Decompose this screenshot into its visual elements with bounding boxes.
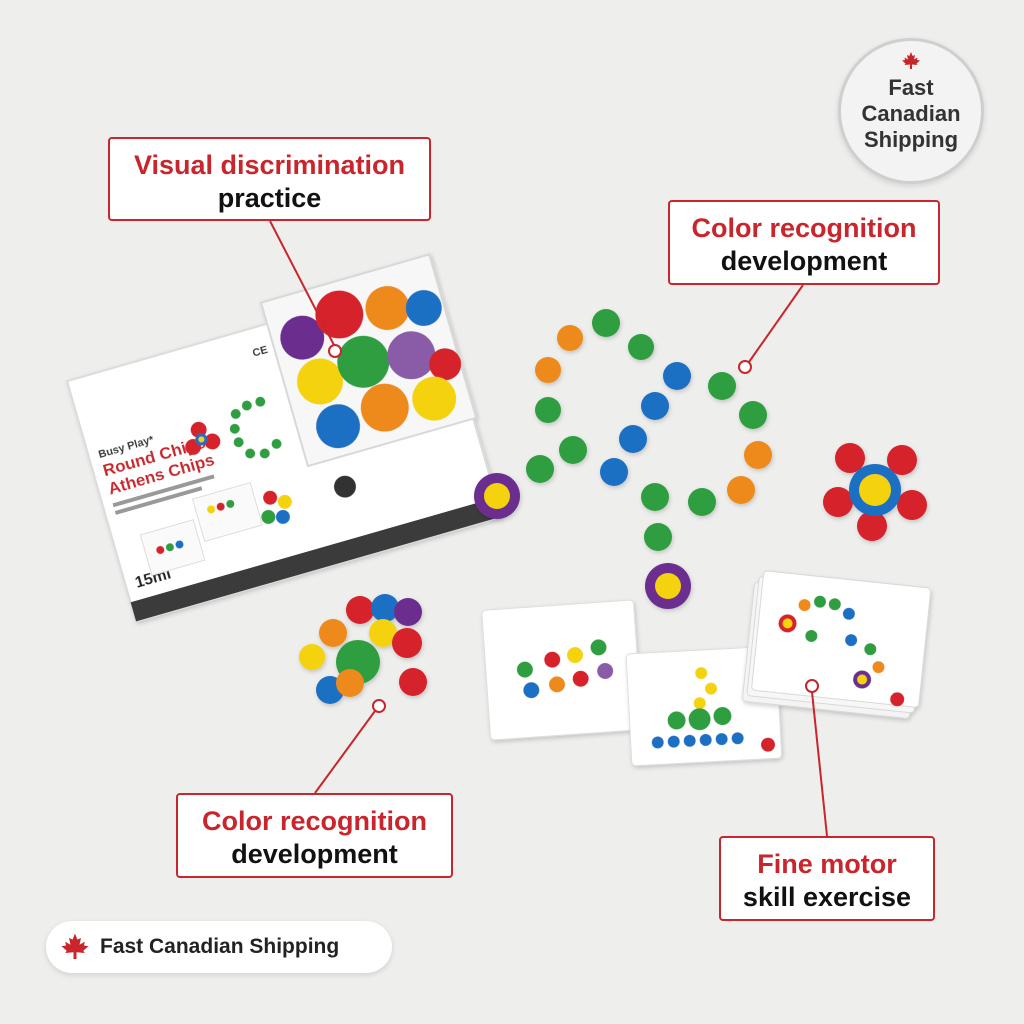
callout-visual-line1: Visual discrimination xyxy=(133,150,406,180)
callout-fine-motor-line1: Fine motor xyxy=(757,849,897,879)
leader-line-fine-motor xyxy=(811,691,828,837)
leader-dot-visual xyxy=(328,344,342,358)
shipping-pill: Fast Canadian Shipping xyxy=(46,921,392,973)
callout-color-top-line2: development xyxy=(720,246,888,276)
shipping-pill-text: Fast Canadian Shipping xyxy=(100,935,340,958)
shipping-badge-circle: Fast Canadian Shipping xyxy=(838,38,984,184)
chip-pile xyxy=(299,594,427,704)
callout-visual-discrimination: Visual discrimination practice xyxy=(108,137,431,221)
product-box: Busy Play* Round Chips Athens Chips 15ml… xyxy=(65,253,503,623)
callout-fine-motor: Fine motor skill exercise xyxy=(719,836,935,921)
chip-flower xyxy=(823,443,927,541)
pattern-card-stack xyxy=(742,570,932,719)
callout-color-recognition-bottom: Color recognition development xyxy=(176,793,453,878)
box-stripe xyxy=(130,497,502,622)
leader-dot-color-top xyxy=(738,360,752,374)
callout-color-bottom-line2: development xyxy=(231,839,398,869)
callout-fine-motor-line2: skill exercise xyxy=(742,882,912,912)
chip-pattern-center xyxy=(474,309,772,609)
callout-color-top-line1: Color recognition xyxy=(691,213,917,243)
leader-line-color-bottom xyxy=(314,710,376,794)
callout-visual-line2: practice xyxy=(217,183,322,213)
maple-leaf-icon xyxy=(58,932,92,962)
pattern-card-1 xyxy=(481,599,643,741)
leader-line-color-top xyxy=(748,284,804,363)
leader-line-visual xyxy=(269,220,336,348)
leader-dot-color-bottom xyxy=(372,699,386,713)
tray-chips xyxy=(280,286,462,449)
maple-leaf-icon xyxy=(841,41,981,75)
pattern-card-2 xyxy=(625,645,783,767)
shipping-badge-text: Fast Canadian Shipping xyxy=(861,75,961,152)
leader-dot-fine-motor xyxy=(805,679,819,693)
callout-color-bottom-line1: Color recognition xyxy=(202,806,427,836)
box-pattern-art xyxy=(139,396,356,576)
callout-color-recognition-top: Color recognition development xyxy=(668,200,940,285)
leader-lines xyxy=(269,220,828,837)
ce-mark: CE xyxy=(251,344,269,360)
